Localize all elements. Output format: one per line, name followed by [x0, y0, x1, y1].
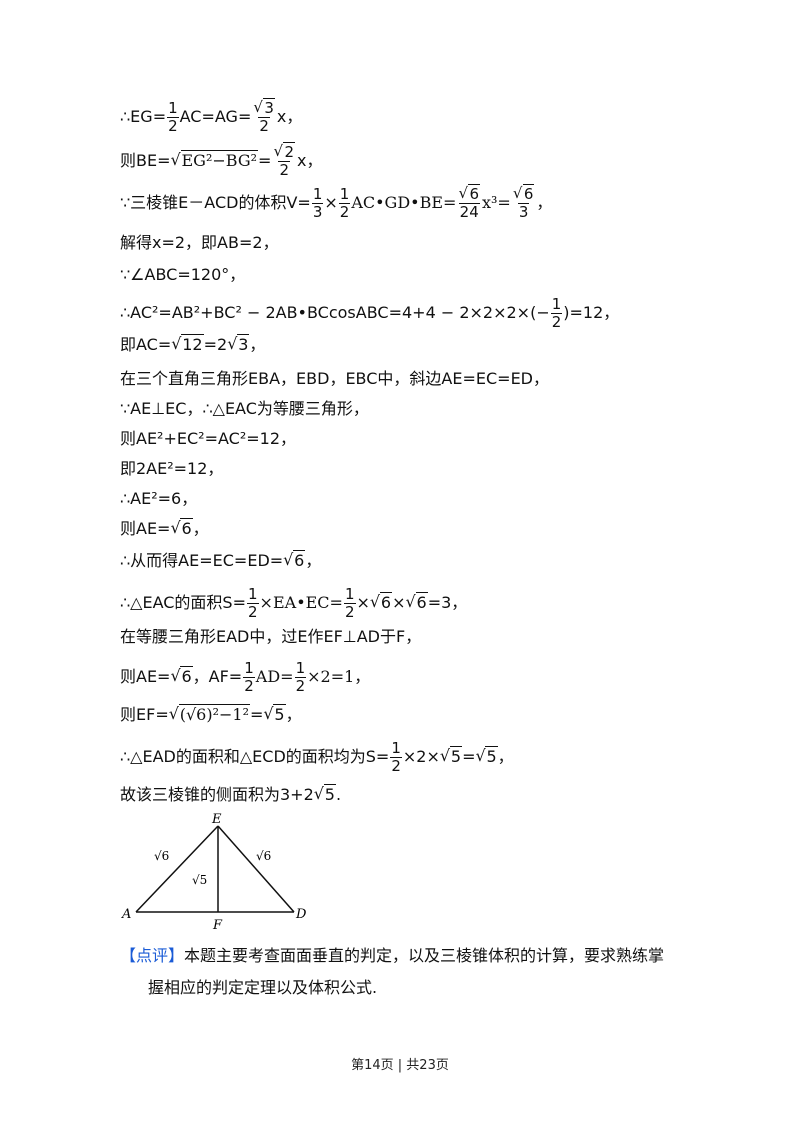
line-13: 则AE=6，	[120, 517, 209, 540]
line-8: 在三个直角三角形EBA，EBD，EBC中，斜边AE=EC=ED，	[120, 369, 549, 388]
line-15: ∴△EAC的面积S=12×EA•EC=12×6×6=3，	[120, 586, 467, 621]
label-e: E	[211, 812, 222, 827]
line-6: ∴AC²=AB²+BC² − 2AB•BCcosABC=4+4 − 2×2×2×…	[120, 295, 620, 331]
page-footer: 第14页 | 共23页	[351, 1058, 449, 1073]
line-2: 则BE=EG²−BG²=22x，	[120, 142, 322, 179]
line-11: 即2AE²=12，	[120, 459, 224, 478]
edge-ae	[135, 825, 219, 913]
line-18: 则EF=(√6)²−1²=5，	[120, 703, 302, 726]
commentary: 【点评】本题主要考查面面垂直的判定，以及三棱锥体积的计算，要求熟练掌 握相应的判…	[120, 946, 665, 997]
edge-ed	[217, 825, 295, 913]
fraction: 32	[252, 98, 276, 135]
line-10: 则AE²+EC²=AC²=12，	[120, 429, 296, 448]
triangle-figure: E A F D √6 √6 √5	[121, 812, 307, 932]
line-9: ∵AE⊥EC，∴△EAC为等腰三角形，	[120, 399, 369, 418]
line-7: 即AC=12=23，	[120, 333, 265, 356]
line-20: 故该三棱锥的侧面积为3+25.	[120, 783, 341, 806]
label-ae-length: √6	[154, 849, 169, 863]
line-5: ∵∠ABC=120°，	[120, 265, 246, 284]
sqrt: EG²−BG²	[171, 149, 259, 172]
label-f: F	[212, 918, 223, 932]
line-16: 在等腰三角形EAD中，过E作EF⊥AD于F，	[120, 627, 422, 646]
label-ef-length: √5	[192, 873, 207, 887]
commentary-tag: 【点评】	[120, 946, 185, 965]
line-19: ∴△EAD的面积和△ECD的面积均为S=12×2×5=5，	[120, 740, 514, 775]
label-d: D	[295, 907, 307, 922]
line-14: ∴从而得AE=EC=ED=6，	[120, 549, 321, 572]
line-12: ∴AE²=6，	[120, 489, 198, 508]
label-ed-length: √6	[256, 849, 271, 863]
label-a: A	[121, 907, 131, 922]
line-4: 解得x=2，即AB=2，	[120, 233, 279, 252]
fraction: 22	[272, 142, 296, 179]
